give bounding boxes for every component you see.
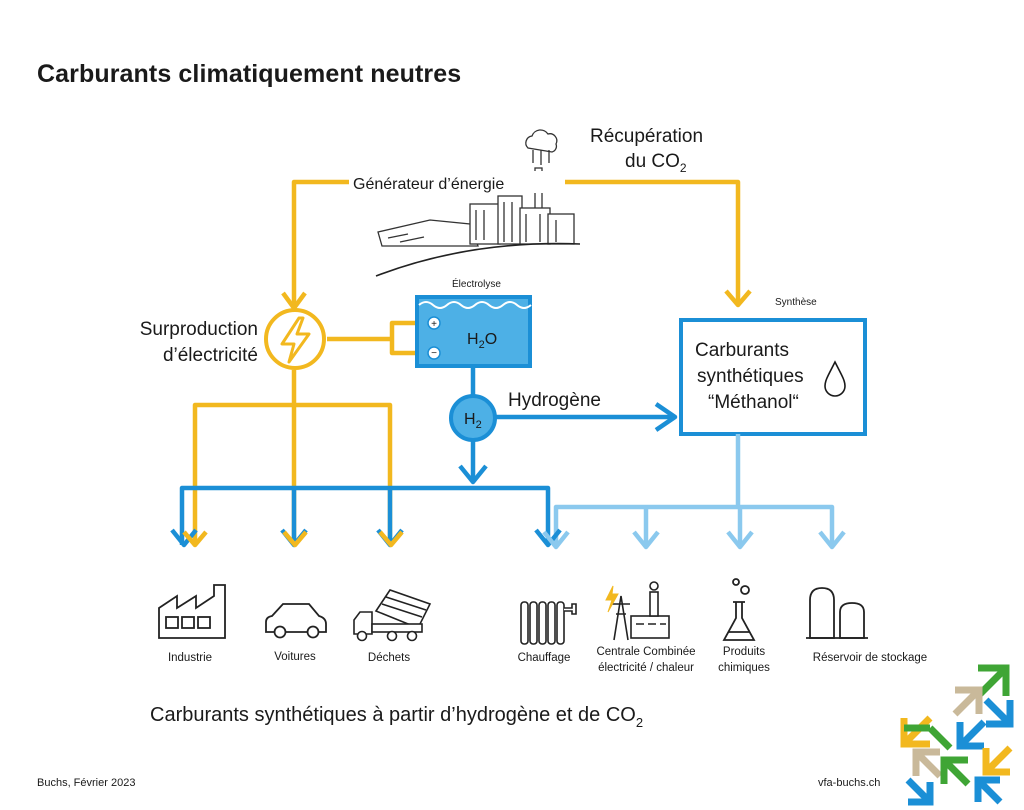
dump-truck-icon (353, 589, 432, 642)
anode-icon (427, 316, 441, 330)
storage-tank-icon (806, 587, 868, 639)
hydrogen-label: Hydrogène (508, 390, 601, 411)
output-label-chauffage: Chauffage (518, 652, 571, 664)
output-arrowheads (170, 528, 846, 550)
svg-text:+: + (431, 319, 437, 330)
output-label-centrale-line2: électricité / chaleur (598, 662, 694, 674)
car-icon (265, 603, 327, 639)
output-label-reservoir: Réservoir de stockage (813, 652, 927, 664)
output-label-voitures: Voitures (274, 651, 316, 663)
footer-website-link[interactable]: vfa-buchs.ch (818, 777, 881, 789)
electrolysis-tank: + − (415, 295, 532, 368)
generator-to-surplus-arrowhead (281, 291, 307, 311)
surplus-line1: Surproduction (140, 319, 258, 340)
output-label-industrie: Industrie (168, 652, 212, 664)
co2-to-synthesis-arrowhead (724, 289, 752, 308)
power-plant-drawing (375, 129, 581, 277)
h2-symbol: H2 (464, 411, 482, 431)
synthesis-line2: synthétiques (697, 366, 804, 387)
hydrogen-flows (179, 366, 678, 545)
flask-icon (722, 578, 756, 641)
blue-distribution-bar (179, 485, 551, 545)
output-label-produits-line2: chimiques (718, 662, 770, 674)
generator-to-surplus-line (291, 179, 350, 308)
radiator-icon (520, 601, 577, 645)
electrolysis-label: Électrolyse (452, 277, 501, 290)
power-plant-icon (605, 581, 670, 641)
yellow-distribution-bar (192, 402, 393, 545)
lightning-icon (264, 308, 326, 370)
generator-label: Générateur d’énergie (353, 176, 504, 193)
output-label-dechets: Déchets (368, 652, 410, 664)
droplet-icon (824, 360, 846, 397)
output-label-centrale-line1: Centrale Combinée (596, 646, 695, 658)
co2-to-synthesis-line (565, 179, 741, 305)
h2-down-arrowhead (458, 464, 488, 485)
synthetic-distribution-bar (553, 504, 835, 545)
synthesis-line1: Carburants (695, 340, 789, 361)
synthesis-line3: “Méthanol“ (708, 392, 799, 413)
cathode-icon (427, 346, 441, 360)
recovery-line1: Récupération (590, 126, 703, 147)
synthesis-label: Synthèse (775, 297, 817, 308)
factory-icon (158, 584, 226, 639)
smoke-cloud-icon (525, 129, 558, 153)
footer-date: Buchs, Février 2023 (37, 777, 136, 789)
page-title: Carburants climatiquement neutres (37, 60, 462, 88)
svg-text:−: − (431, 348, 437, 359)
water-formula: H2O (467, 331, 497, 351)
output-label-produits-line1: Produits (723, 646, 765, 658)
h2-to-synthesis-arrowhead (654, 402, 678, 432)
recovery-line2: du CO2 (625, 151, 687, 175)
h2-node: H2 (449, 394, 497, 442)
electricity-flows (192, 179, 752, 545)
surplus-line2: d’électricité (163, 345, 258, 366)
vfa-arrows-logo (900, 664, 1014, 806)
synthetic-flows (553, 434, 835, 545)
subtitle: Carburants synthétiques à partir d’hydro… (150, 704, 643, 730)
